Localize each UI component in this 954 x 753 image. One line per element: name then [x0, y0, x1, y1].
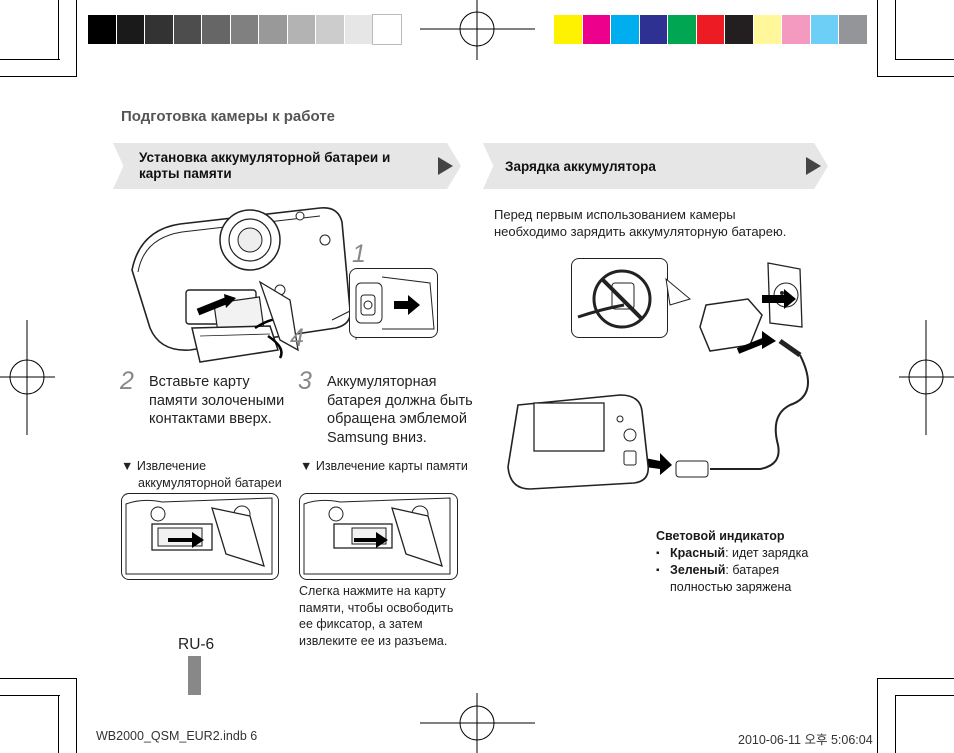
card-removal-box: [299, 493, 458, 580]
battery-removal-label: ▼ Извлечение аккумуляторной батареи: [121, 459, 282, 490]
card-removal-note: Слегка нажмите на карту памяти, чтобы ос…: [299, 584, 454, 648]
registration-mark-top: [420, 0, 535, 60]
gray-bar-swatch: [145, 15, 173, 44]
right-banner-arrow-icon: [806, 157, 821, 175]
battery-removal-box: [121, 493, 279, 580]
registration-mark-right: [899, 320, 954, 435]
gray-bar-swatch: [287, 15, 315, 44]
battery-door-detail-box: [349, 268, 438, 338]
gray-bar-swatch: [344, 15, 372, 44]
gray-bar-swatch: [230, 15, 258, 44]
page-number: RU-6: [178, 636, 215, 653]
plug-warning-box: [571, 258, 668, 338]
figure-step-1: 1: [352, 240, 366, 268]
registration-mark-left: [0, 320, 55, 435]
battery-removal-illustration: [125, 497, 273, 575]
color-bar-swatch: [810, 15, 838, 44]
left-section-banner: [113, 143, 461, 189]
gray-bar-swatch: [202, 15, 230, 44]
color-bar-swatch: [611, 15, 639, 44]
card-removal-illustration: [303, 497, 451, 575]
left-banner-arrow-icon: [438, 157, 453, 175]
footer-file-info: WB2000_QSM_EUR2.indb 6: [96, 729, 258, 743]
figure-step-4: 4: [290, 324, 304, 352]
gray-bar-swatch: [173, 15, 201, 44]
camera-battery-insertion-illustration: [131, 206, 357, 363]
registration-mark-bottom: [420, 693, 535, 753]
color-bar-swatch: [753, 15, 781, 44]
color-bar-swatch: [554, 15, 582, 44]
color-bar-swatch: [782, 15, 810, 44]
footer-timestamp: 2010-06-11 오후 5:06:04: [738, 733, 873, 747]
color-bar-swatch: [582, 15, 610, 44]
right-section-banner: [483, 143, 828, 189]
card-removal-label: ▼ Извлечение карты памяти: [300, 459, 468, 473]
charging-indicator-info: Световой индикатор Красный: идет зарядка…: [656, 528, 808, 596]
gray-bar-swatch: [372, 14, 402, 45]
step-3-text: Аккумуляторная батарея должна быть обращ…: [327, 374, 473, 446]
gray-bar-swatch: [259, 15, 287, 44]
gray-bar-swatch: [316, 15, 344, 44]
step-3-number: 3: [298, 367, 312, 395]
left-banner-title: Установка аккумуляторной батареи и карты…: [139, 150, 391, 181]
right-banner-title: Зарядка аккумулятора: [505, 159, 656, 174]
battery-door-slide-illustration: [355, 276, 435, 330]
charging-intro: Перед первым использованием камеры необх…: [494, 207, 787, 239]
indicator-red-item: Красный: идет зарядка: [656, 545, 808, 562]
color-bar-swatch: [725, 15, 753, 44]
step-2-number: 2: [120, 367, 134, 395]
page-tab: [188, 656, 201, 695]
gray-bar-swatch: [116, 15, 144, 44]
color-bar-swatch: [696, 15, 724, 44]
color-bar-swatch: [668, 15, 696, 44]
charger-cable-camera-illustration: [507, 262, 809, 490]
color-bar-swatch: [639, 15, 667, 44]
no-plug-warning-illustration: [577, 269, 652, 329]
gray-bar-swatch: [88, 15, 116, 44]
section-title: Подготовка камеры к работе: [121, 108, 336, 125]
step-2-text: Вставьте карту памяти золочеными контакт…: [149, 374, 285, 427]
color-bar-swatch: [839, 15, 867, 44]
